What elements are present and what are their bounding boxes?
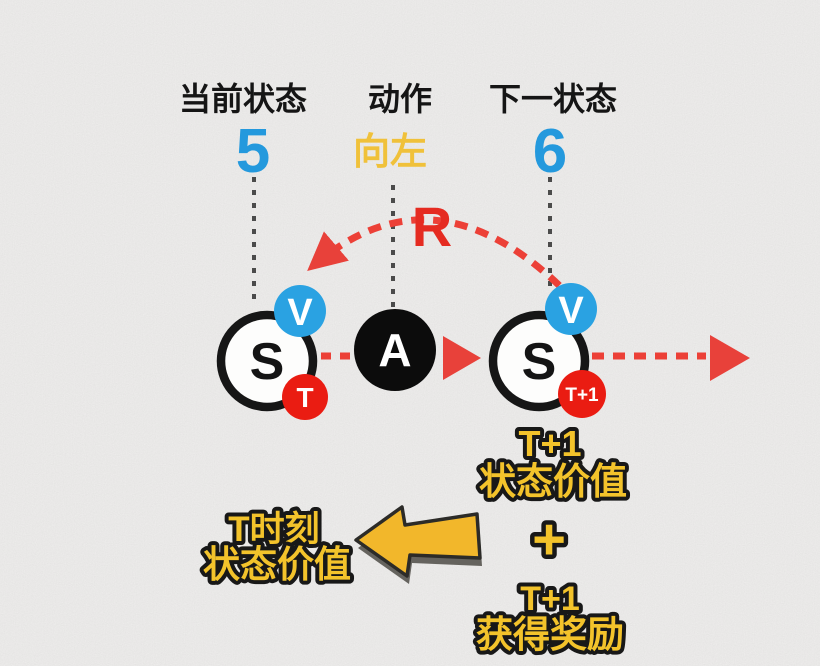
next-state-value: 6 (533, 117, 567, 186)
action-node (354, 309, 436, 391)
yellow-left-arrow (354, 505, 482, 578)
next-state-label: 下一状态 (489, 81, 617, 117)
callout-t1-reward-line2: 获得奖励 (476, 614, 624, 655)
callout-t1-value-line1: T+1 (518, 423, 581, 464)
action-label: 动作 (368, 81, 432, 117)
time-badge-t1 (558, 370, 606, 418)
callout-t1-reward-line1: T+1 (520, 580, 580, 618)
reward-label: R (412, 195, 452, 258)
equation-plus-sign: + (532, 507, 566, 572)
action-node-letter: A (378, 324, 411, 376)
time-badge-t-letter: T (296, 382, 313, 413)
action-value: 向左 (353, 131, 427, 172)
current-state-value: 5 (236, 117, 270, 186)
value-badge-t (274, 285, 326, 337)
time-badge-t1-letter: T+1 (565, 385, 599, 406)
reward-arc-arrow (307, 216, 569, 295)
value-badge-t1 (545, 283, 597, 335)
time-badge-t (282, 374, 328, 420)
state-node-t-letter: S (250, 333, 285, 391)
transition-arrowhead-to-next-state (443, 336, 481, 380)
continue-arrowhead (710, 335, 750, 381)
value-badge-t-letter: V (287, 292, 313, 334)
callout-t-value-line1: T时刻 (228, 510, 319, 549)
callout-t-value-line2: 状态价值 (203, 544, 351, 585)
state-node-t1-letter: S (522, 333, 557, 391)
value-badge-t1-letter: V (558, 290, 584, 332)
current-state-label: 当前状态 (179, 81, 307, 117)
callout-t1-value-line2: 状态价值 (479, 461, 627, 502)
